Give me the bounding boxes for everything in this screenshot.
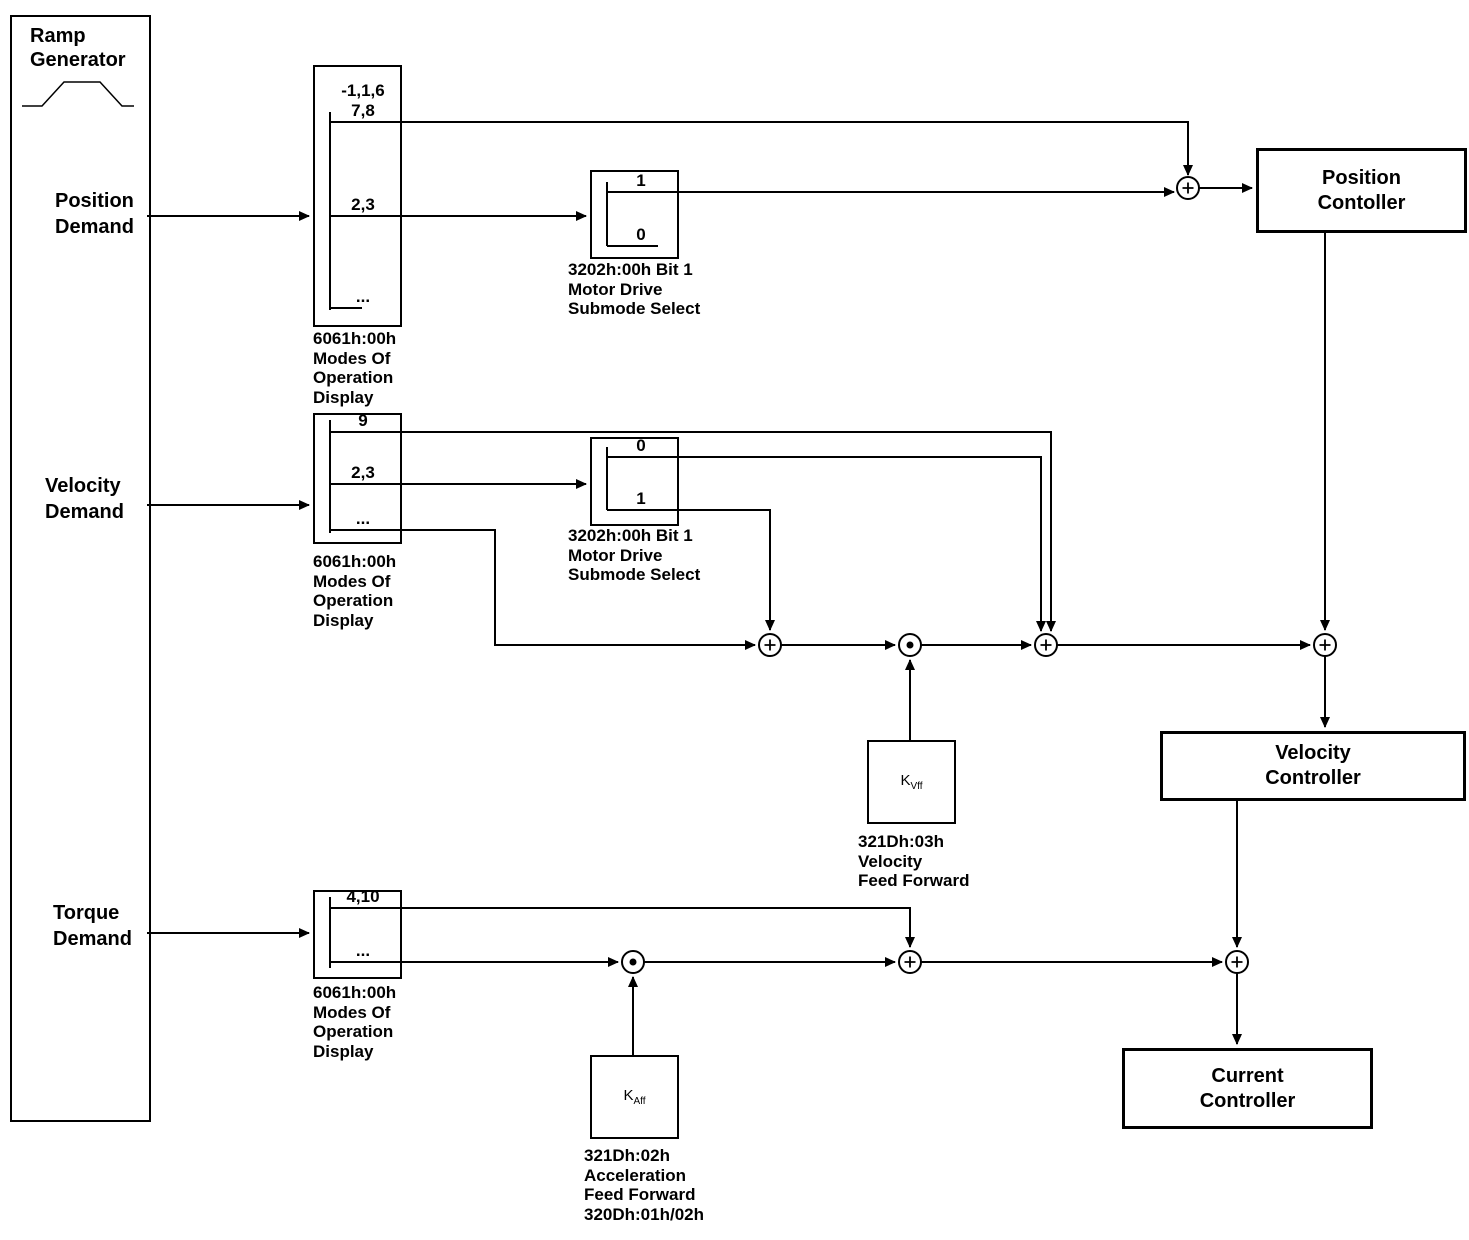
submode-switch-position-top: 1 — [636, 171, 646, 190]
position-controller-label-line2: Contoller — [1317, 191, 1406, 214]
kvff-gain-box: KVff — [867, 740, 956, 824]
mode-selector-position-value-row1: -1,1,6 — [341, 81, 385, 100]
current-controller-box: Current Controller — [1122, 1048, 1373, 1129]
sum-junction-velocity-2 — [1034, 633, 1058, 657]
caption-line: Operation — [313, 368, 394, 387]
gain-subscript: Vff — [910, 781, 923, 792]
gain-symbol: K — [900, 772, 911, 789]
caption-line: 6061h:00h — [313, 983, 397, 1002]
mode-selector-velocity-value-row2: 2,3 — [351, 463, 375, 482]
submode-switch-position-box — [590, 170, 679, 259]
sum-junction-torque-2 — [1225, 950, 1249, 974]
mode-selector-torque-box — [313, 890, 402, 979]
caption-line: Submode Select — [568, 565, 701, 584]
kaff-gain-label: KAff — [623, 1087, 645, 1107]
caption-line: Motor Drive — [568, 545, 663, 565]
caption-line: Velocity — [858, 851, 923, 871]
sum-junction-velocity-3 — [1313, 633, 1337, 657]
mode-selector-position-box — [313, 65, 402, 327]
current-controller-label-line1: Current — [1211, 1064, 1284, 1087]
kvff-gain-label: KVff — [900, 772, 922, 792]
wire-sel2-dots-out — [330, 529, 756, 650]
velocity-demand-label: Velocity Demand — [45, 475, 124, 523]
mode-selector-velocity-box — [313, 413, 402, 544]
caption-line: 3202h:00h Bit 1 — [568, 526, 693, 545]
submode-switch-velocity-box — [590, 437, 679, 526]
sum-junction-torque-1 — [898, 950, 922, 974]
caption-line: Acceleration — [584, 1165, 687, 1185]
wire-sel2-direct-out — [330, 431, 1056, 632]
product-junction-velocity — [898, 633, 922, 657]
mode-selector-velocity-value-row1: 9 — [358, 411, 368, 430]
wire-sel1-direct-out — [330, 121, 1193, 176]
caption-line: Feed Forward — [858, 871, 970, 890]
current-controller-label-line2: Controller — [1199, 1089, 1296, 1112]
submode-switch-position-bottom: 0 — [636, 225, 646, 244]
gain-subscript: Aff — [633, 1096, 646, 1107]
caption-line: 6061h:00h — [313, 329, 397, 348]
torque-demand-label: Torque Demand — [53, 902, 132, 950]
junctions — [621, 176, 1337, 974]
caption-line: Operation — [313, 591, 394, 610]
caption-line: Modes Of — [313, 348, 391, 368]
caption-line: Display — [313, 610, 374, 630]
position-demand-label: Position Demand — [55, 190, 134, 238]
position-controller-box: Position Contoller — [1256, 148, 1467, 233]
caption-line: Feed Forward — [584, 1185, 696, 1204]
ramp-profile-icon — [22, 81, 134, 107]
wire-switch2-bottom-out — [607, 509, 775, 631]
sum-junction-position — [1176, 176, 1200, 200]
caption-line: 321Dh:02h — [584, 1146, 670, 1165]
mode-selector-position-value-row3: 2,3 — [351, 195, 375, 214]
velocity-controller-box: Velocity Controller — [1160, 731, 1466, 801]
caption-line: 6061h:00h — [313, 552, 397, 571]
mode-selector-torque-caption: 6061h:00h Modes Of Operation Display — [313, 983, 433, 1061]
mode-selector-torque-value-row2: ... — [355, 941, 371, 960]
kaff-gain-box: KAff — [590, 1055, 679, 1139]
caption-line: 3202h:00h Bit 1 — [568, 260, 693, 279]
wire-switch2-top-out — [607, 456, 1046, 632]
kvff-caption: 321Dh:03h Velocity Feed Forward — [858, 832, 1003, 891]
mode-selector-position-caption: 6061h:00h Modes Of Operation Display — [313, 329, 433, 407]
ramp-generator-title: Ramp Generator — [30, 25, 126, 71]
caption-line: Modes Of — [313, 571, 391, 591]
caption-line: 321Dh:03h — [858, 832, 944, 851]
sum-junction-velocity-1 — [758, 633, 782, 657]
caption-line: Submode Select — [568, 299, 701, 318]
kaff-caption: 321Dh:02h Acceleration Feed Forward 320D… — [584, 1146, 739, 1224]
position-controller-label-line1: Position — [1322, 166, 1401, 189]
gain-symbol: K — [623, 1087, 634, 1104]
submode-switch-velocity-bottom: 1 — [636, 489, 646, 508]
mode-selector-velocity-caption: 6061h:00h Modes Of Operation Display — [313, 552, 433, 630]
mode-selector-position-value-row2: 7,8 — [351, 101, 375, 120]
velocity-controller-label-line1: Velocity — [1275, 742, 1351, 764]
ramp-generator-box — [10, 15, 151, 1122]
submode-switch-position-caption: 3202h:00h Bit 1 Motor Drive Submode Sele… — [568, 260, 713, 319]
caption-line: Display — [313, 1041, 374, 1061]
wire-sel3-direct-out — [330, 907, 915, 948]
submode-switch-velocity-caption: 3202h:00h Bit 1 Motor Drive Submode Sele… — [568, 526, 713, 585]
velocity-controller-label-line2: Controller — [1265, 767, 1361, 789]
mode-selector-torque-value-row1: 4,10 — [346, 887, 380, 906]
mode-selector-velocity-value-row3: ... — [355, 509, 371, 528]
mode-selector-position-value-row4: ... — [355, 287, 371, 306]
caption-line: Motor Drive — [568, 279, 663, 299]
caption-line: 320Dh:01h/02h — [584, 1204, 704, 1224]
product-junction-torque — [621, 950, 645, 974]
submode-switch-velocity-top: 0 — [636, 436, 646, 455]
caption-line: Display — [313, 387, 374, 407]
caption-line: Operation — [313, 1022, 394, 1041]
caption-line: Modes Of — [313, 1002, 391, 1022]
